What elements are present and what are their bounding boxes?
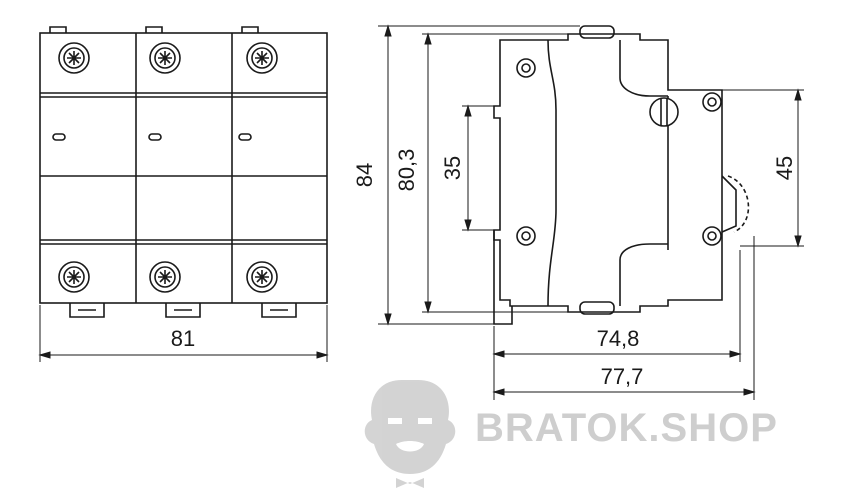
- dimension-label-35: 35: [440, 156, 465, 180]
- front-view: [39, 26, 328, 318]
- dimension-body-height: [422, 32, 568, 314]
- dimension-width-front: [38, 305, 329, 362]
- dimension-label-77-7: 77,7: [601, 364, 644, 389]
- din-rail-foot: [493, 230, 513, 325]
- housing-tab: [145, 26, 163, 33]
- screw-head-icon: [649, 97, 679, 127]
- screw-icon: [58, 261, 90, 293]
- dimension-din-rail: [462, 104, 500, 232]
- screw-icon: [149, 261, 181, 293]
- dimension-depth-total: [492, 236, 756, 400]
- watermark-text: BRATOK.SHOP: [475, 406, 778, 450]
- screw-icon: [246, 261, 278, 293]
- din-clip: [69, 303, 105, 318]
- din-clip: [165, 303, 201, 318]
- housing-tab: [49, 26, 67, 33]
- rivet-icon: [702, 92, 722, 112]
- toggle-latch: [721, 175, 737, 233]
- indicator-slot: [148, 133, 162, 141]
- side-screws: [516, 58, 722, 246]
- rivet-icon: [702, 226, 722, 246]
- din-clip: [261, 303, 297, 318]
- terminal-screws: [58, 42, 278, 293]
- indicator-slot: [52, 133, 66, 141]
- rivet-icon: [516, 226, 536, 246]
- screw-icon: [58, 42, 90, 74]
- indicator-slot: [238, 133, 252, 141]
- dimension-label-45: 45: [772, 156, 797, 180]
- side-body-contour: [547, 39, 557, 307]
- dimension-depth-body: [492, 250, 742, 400]
- dimension-label-74-8: 74,8: [597, 326, 640, 351]
- dimension-front-height: [722, 88, 804, 248]
- gorilla-logo-icon: [364, 380, 456, 488]
- rivet-icon: [516, 58, 536, 78]
- side-body-contour: [619, 40, 668, 97]
- screw-icon: [149, 42, 181, 74]
- toggle-arc: [727, 175, 750, 233]
- dimension-overall-height: [378, 24, 580, 326]
- screw-icon: [246, 42, 278, 74]
- front-housing: [39, 32, 328, 304]
- housing-tab: [241, 26, 259, 33]
- side-body-contour: [619, 243, 668, 306]
- dimension-label-84: 84: [352, 163, 377, 187]
- latch-cap: [579, 301, 615, 315]
- dimension-label-80-3: 80,3: [394, 149, 419, 192]
- latch-cap: [579, 25, 615, 39]
- watermark: BRATOK.SHOP: [364, 380, 778, 488]
- dimension-label-81: 81: [171, 326, 195, 351]
